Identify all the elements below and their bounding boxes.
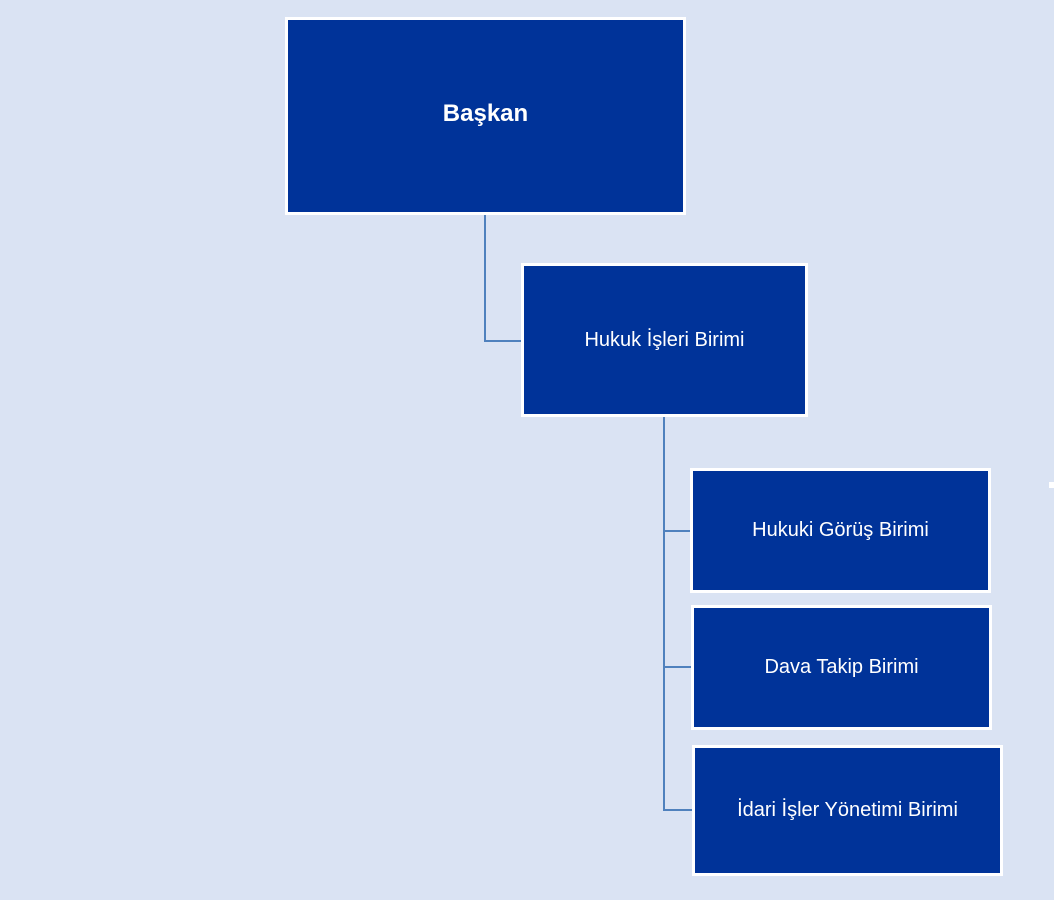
connector-to-idari-isler (663, 809, 696, 811)
org-box-baskan[interactable]: Başkan (285, 17, 686, 215)
org-box-label: Hukuki Görüş Birimi (752, 519, 929, 541)
org-box-hukuki-gorus[interactable]: Hukuki Görüş Birimi (690, 468, 991, 593)
connector-root-vertical (484, 212, 486, 342)
connector-level1-vertical (663, 416, 665, 811)
org-box-dava-takip[interactable]: Dava Takip Birimi (691, 605, 992, 730)
org-box-label: Başkan (442, 100, 529, 127)
org-box-label: Dava Takip Birimi (764, 656, 919, 678)
connector-root-to-level1 (484, 340, 524, 342)
org-box-label: İdari İşler Yönetimi Birimi (737, 799, 958, 821)
org-box-idari-isler[interactable]: İdari İşler Yönetimi Birimi (692, 745, 1003, 876)
org-box-hukuk-isleri[interactable]: Hukuk İşleri Birimi (521, 263, 808, 417)
edge-artifact (1049, 482, 1054, 488)
org-box-label: Hukuk İşleri Birimi (584, 328, 745, 351)
connector-to-dava-takip (663, 666, 695, 668)
connector-to-hukuki-gorus (663, 530, 693, 532)
